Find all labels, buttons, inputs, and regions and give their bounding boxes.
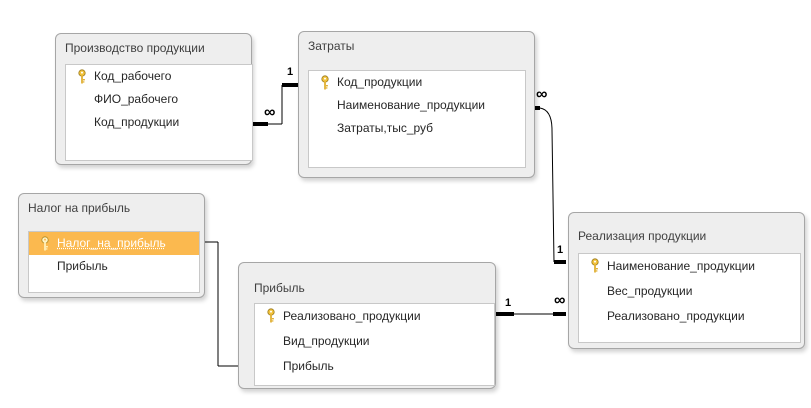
field-row[interactable]: Наименование_продукции: [579, 254, 800, 279]
table-nalog-na-pribyl[interactable]: Налог на прибыль Налог_на_прибыль Прибыл…: [18, 193, 205, 298]
field-name: Вид_продукции: [283, 334, 370, 348]
field-name: ФИО_рабочего: [94, 92, 179, 106]
field-name: Код_рабочего: [94, 69, 172, 83]
field-list: Налог_на_прибыль Прибыль: [28, 231, 200, 293]
table-proizvodstvo-produkcii[interactable]: Производство продукции Код_рабочего ФИО_…: [55, 33, 253, 165]
table-realizaciya-produkcii[interactable]: Реализация продукции Наименование_продук…: [568, 212, 805, 349]
table-title[interactable]: Производство продукции: [65, 41, 205, 55]
many-label: ∞: [264, 104, 276, 121]
field-list: Реализовано_продукции Вид_продукции Приб…: [254, 303, 495, 386]
one-label: 1: [287, 66, 294, 78]
field-name: Реализовано_продукции: [283, 309, 421, 323]
one-label: 1: [505, 297, 512, 309]
table-zatraty[interactable]: Затраты Код_продукции Наименование_проду…: [298, 31, 535, 178]
table-title[interactable]: Налог на прибыль: [28, 201, 131, 215]
key-icon: [321, 75, 329, 90]
field-name: Код_продукции: [337, 75, 423, 89]
many-label: ∞: [536, 86, 548, 103]
field-row[interactable]: Затраты,тыс_руб: [309, 117, 525, 140]
key-icon: [591, 258, 599, 273]
many-label: ∞: [554, 292, 566, 309]
table-title[interactable]: Реализация продукции: [578, 229, 707, 243]
field-row[interactable]: Вид_продукции: [255, 329, 494, 354]
field-name: Затраты,тыс_руб: [337, 121, 434, 135]
field-row[interactable]: Код_рабочего: [66, 65, 252, 88]
field-row[interactable]: Прибыль: [29, 255, 199, 278]
field-row[interactable]: ФИО_рабочего: [66, 88, 252, 111]
field-row[interactable]: Код_продукции: [309, 71, 525, 94]
table-pribyl[interactable]: Прибыль Реализовано_продукции Вид_продук…: [238, 262, 496, 389]
field-row[interactable]: Реализовано_продукции: [579, 304, 800, 329]
key-icon: [267, 308, 275, 323]
field-list: Код_рабочего ФИО_рабочего Код_продукции: [65, 64, 253, 161]
key-icon: [78, 69, 86, 84]
key-icon: [41, 236, 49, 251]
field-list: Код_продукции Наименование_продукции Зат…: [308, 70, 526, 168]
field-name: Реализовано_продукции: [607, 309, 745, 323]
field-name: Прибыль: [57, 259, 108, 273]
field-row[interactable]: Вес_продукции: [579, 279, 800, 304]
table-title[interactable]: Затраты: [308, 39, 355, 53]
field-row-selected[interactable]: Налог_на_прибыль: [29, 232, 199, 255]
field-list: Наименование_продукции Вес_продукции Реа…: [578, 253, 801, 343]
field-name: Наименование_продукции: [337, 98, 485, 112]
field-row[interactable]: Прибыль: [255, 354, 494, 379]
field-name: Код_продукции: [94, 115, 180, 129]
field-name: Налог_на_прибыль: [57, 236, 166, 250]
relationship-line[interactable]: [199, 241, 239, 367]
field-name: Наименование_продукции: [607, 259, 755, 273]
table-title[interactable]: Прибыль: [254, 281, 305, 295]
field-name: Вес_продукции: [607, 284, 693, 298]
field-row[interactable]: Реализовано_продукции: [255, 304, 494, 329]
field-row[interactable]: Наименование_продукции: [309, 94, 525, 117]
field-row[interactable]: Код_продукции: [66, 111, 252, 134]
field-name: Прибыль: [283, 359, 334, 373]
one-label: 1: [557, 244, 564, 256]
